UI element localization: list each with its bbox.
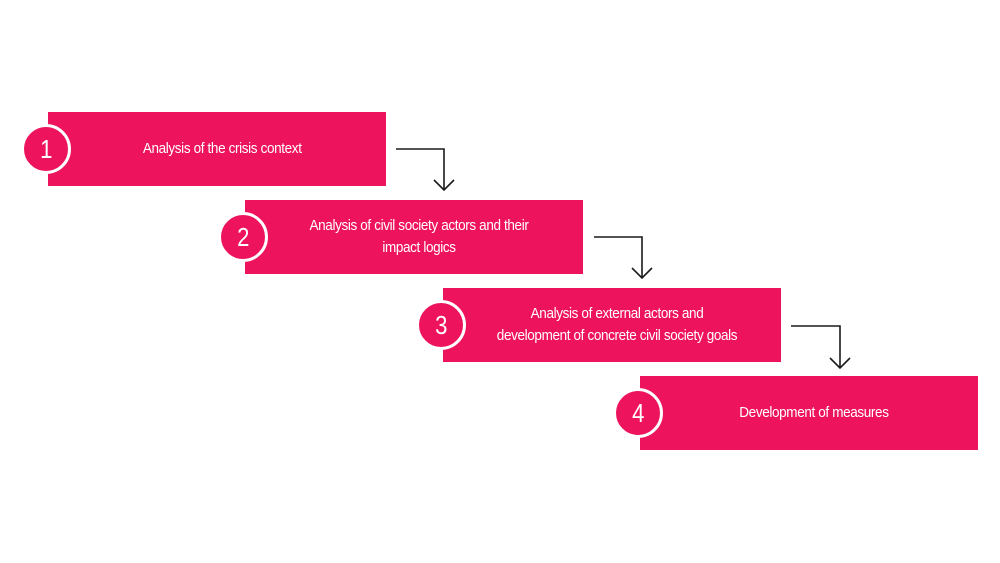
step-label-2: Analysis of civil society actors and the… <box>309 217 529 256</box>
arrow-head-3-icon <box>829 357 851 370</box>
step-number-4: 4 <box>631 398 645 428</box>
connector-line-3 <box>791 325 841 367</box>
step-badge-4: 4 <box>613 388 663 438</box>
step-box-3: Analysis of external actors and developm… <box>443 288 781 362</box>
connector-line-2 <box>594 236 643 277</box>
step-box-4: Development of measures <box>640 376 978 450</box>
step-badge-3: 3 <box>416 300 466 350</box>
step-label-1: Analysis of the crisis context <box>142 140 302 157</box>
step-badge-1: 1 <box>21 124 71 174</box>
arrow-head-2-icon <box>631 267 653 280</box>
step-number-2: 2 <box>236 222 250 252</box>
step-label-3: Analysis of external actors and developm… <box>496 305 738 344</box>
step-number-1: 1 <box>39 134 53 164</box>
step-label-4: Development of measures <box>739 404 889 421</box>
step-number-3: 3 <box>434 310 448 340</box>
step-box-1: Analysis of the crisis context <box>48 112 386 186</box>
connector-line-1 <box>396 148 445 189</box>
step-box-2: Analysis of civil society actors and the… <box>245 200 583 274</box>
arrow-head-1-icon <box>433 179 455 192</box>
step-badge-2: 2 <box>218 212 268 262</box>
